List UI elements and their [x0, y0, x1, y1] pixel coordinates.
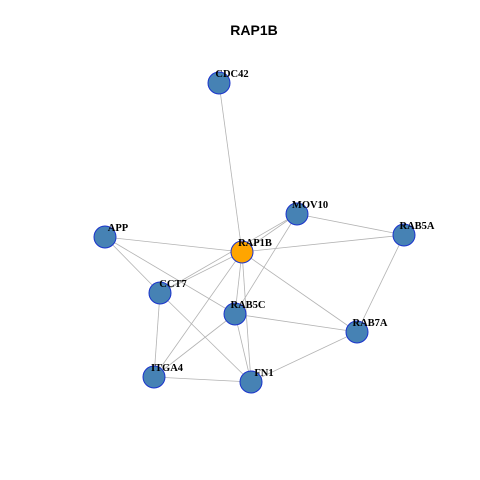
- chart-title: RAP1B: [230, 22, 277, 38]
- edge-mov10-rab5a: [296, 213, 405, 236]
- node-mov10: MOV10: [285, 200, 328, 226]
- node-rab7a: RAB7A: [345, 318, 388, 344]
- edge-mov10-rab5c: [234, 213, 298, 315]
- node-fn1: FN1: [239, 368, 274, 394]
- edge-rap1b-cct7: [159, 251, 243, 294]
- node-circle: [142, 365, 166, 389]
- node-circle: [230, 240, 254, 264]
- node-circle: [223, 302, 247, 326]
- node-rab5a: RAB5A: [392, 221, 435, 247]
- node-cct7: CCT7: [148, 279, 187, 305]
- node-itga4: ITGA4: [142, 363, 184, 389]
- node-rab5c: RAB5C: [223, 300, 266, 326]
- edge-cct7-fn1: [159, 292, 252, 383]
- node-circle: [392, 223, 416, 247]
- edge-rab5c-fn1: [234, 313, 252, 383]
- node-label: FN1: [254, 368, 273, 379]
- edge-app-rap1b: [104, 236, 243, 253]
- edge-rab5a-rap1b: [241, 234, 405, 253]
- edge-rap1b-itga4: [153, 251, 243, 378]
- node-label: CCT7: [159, 279, 186, 290]
- edge-cct7-itga4: [153, 292, 161, 378]
- edge-rab5a-rab7a: [356, 234, 405, 333]
- node-label: RAP1B: [238, 238, 272, 249]
- node-circle: [148, 281, 172, 305]
- node-label: ITGA4: [151, 363, 184, 374]
- node-circle: [285, 202, 309, 226]
- node-circle: [207, 71, 231, 95]
- node-label: RAB5C: [230, 300, 265, 311]
- edge-rap1b-rab7a: [241, 251, 358, 333]
- node-app: APP: [93, 223, 129, 249]
- edge-rap1b-fn1: [241, 251, 252, 383]
- node-circle: [345, 320, 369, 344]
- node-label: RAB7A: [352, 318, 387, 329]
- node-circle: [93, 225, 117, 249]
- node-label: RAB5A: [399, 221, 434, 232]
- node-label: MOV10: [292, 200, 328, 211]
- node-label: CDC42: [215, 69, 248, 80]
- node-cdc42: CDC42: [207, 69, 249, 95]
- node-label: APP: [108, 223, 129, 234]
- edge-itga4-fn1: [153, 376, 252, 383]
- edge-rab5c-rab7a: [234, 313, 358, 333]
- edge-rab7a-fn1: [250, 331, 358, 383]
- edge-app-rab5c: [104, 236, 236, 315]
- edge-app-cct7: [104, 236, 161, 294]
- edge-rab5c-itga4: [153, 313, 236, 378]
- edge-cdc42-rap1b: [218, 82, 243, 253]
- edge-mov10-cct7: [159, 213, 298, 294]
- node-circle: [239, 370, 263, 394]
- node-rap1b: RAP1B: [230, 238, 272, 264]
